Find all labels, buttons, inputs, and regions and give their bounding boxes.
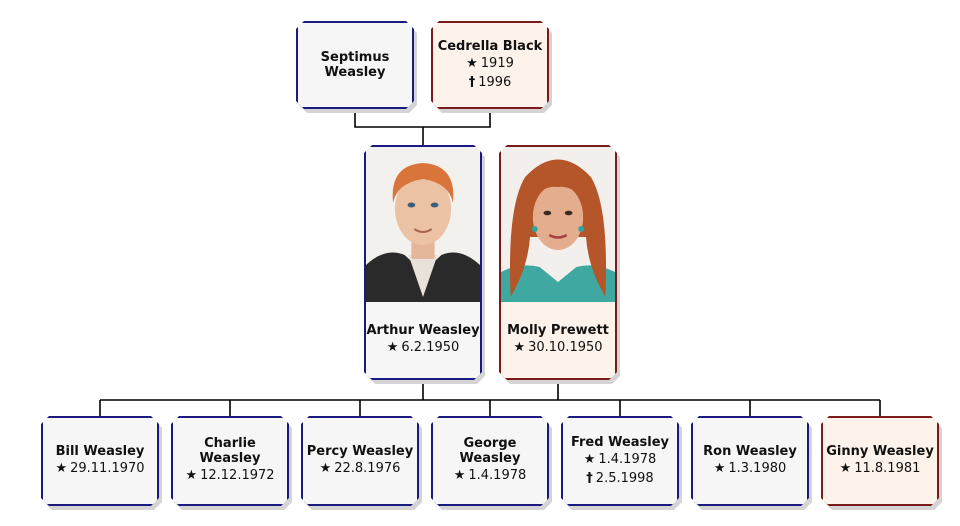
birth-date: ★1.4.1978 (583, 451, 657, 467)
star-icon: ★ (55, 460, 68, 476)
star-icon: ★ (319, 460, 332, 476)
person-percy-weasley: Percy Weasley ★22.8.1976 (301, 416, 419, 506)
person-name: Weasley (199, 451, 261, 466)
birth-date: ★11.8.1981 (839, 460, 921, 476)
birth-date: ★1.4.1978 (453, 468, 527, 483)
person-name: Septimus (320, 50, 390, 65)
person-bill-weasley: Bill Weasley ★29.11.1970 (41, 416, 159, 506)
person-name: George (463, 436, 517, 451)
birth-date: ★12.12.1972 (185, 468, 275, 483)
person-arthur-weasley: Arthur Weasley ★6.2.1950 (364, 145, 482, 380)
person-fred-weasley: Fred Weasley ★1.4.1978 †2.5.1998 (561, 416, 679, 506)
star-icon: ★ (466, 55, 478, 71)
star-icon: ★ (839, 460, 852, 476)
person-name: Fred Weasley (570, 434, 670, 450)
birth-date: ★30.10.1950 (513, 339, 603, 355)
person-cedrella-black: Cedrella Black ★1919 †1996 (431, 21, 549, 109)
death-date: †2.5.1998 (586, 470, 654, 486)
portrait-photo (366, 147, 480, 302)
star-icon: ★ (513, 339, 526, 355)
star-icon: ★ (713, 460, 726, 476)
portrait-photo (501, 147, 615, 302)
birth-date: ★6.2.1950 (386, 339, 460, 355)
person-charlie-weasley: Charlie Weasley ★12.12.1972 (171, 416, 289, 506)
star-icon: ★ (185, 468, 198, 483)
birth-date: ★1919 (466, 55, 514, 71)
star-icon: ★ (583, 451, 596, 467)
person-name: Bill Weasley (55, 443, 145, 459)
birth-date: ★1.3.1980 (713, 460, 787, 476)
person-name: Ron Weasley (703, 443, 797, 459)
person-ron-weasley: Ron Weasley ★1.3.1980 (691, 416, 809, 506)
person-name: Arthur Weasley (366, 322, 480, 338)
person-name: Weasley (459, 451, 521, 466)
birth-date: ★29.11.1970 (55, 460, 145, 476)
person-name: Weasley (324, 65, 386, 80)
person-septimus-weasley: Septimus Weasley (296, 21, 414, 109)
person-name: Charlie (204, 436, 256, 451)
person-name: Cedrella Black (437, 38, 543, 54)
person-molly-prewett: Molly Prewett ★30.10.1950 (499, 145, 617, 380)
star-icon: ★ (453, 468, 466, 483)
person-name: Percy Weasley (306, 443, 414, 459)
children-drop-lines (99, 400, 881, 418)
person-name: Molly Prewett (507, 322, 609, 338)
person-george-weasley: George Weasley ★1.4.1978 (431, 416, 549, 506)
dagger-icon: † (586, 470, 593, 486)
dagger-icon: † (468, 74, 476, 90)
person-ginny-weasley: Ginny Weasley ★11.8.1981 (821, 416, 939, 506)
birth-date: ★22.8.1976 (319, 460, 401, 476)
person-name: Ginny Weasley (826, 443, 934, 459)
death-date: †1996 (468, 74, 512, 90)
star-icon: ★ (386, 339, 399, 355)
